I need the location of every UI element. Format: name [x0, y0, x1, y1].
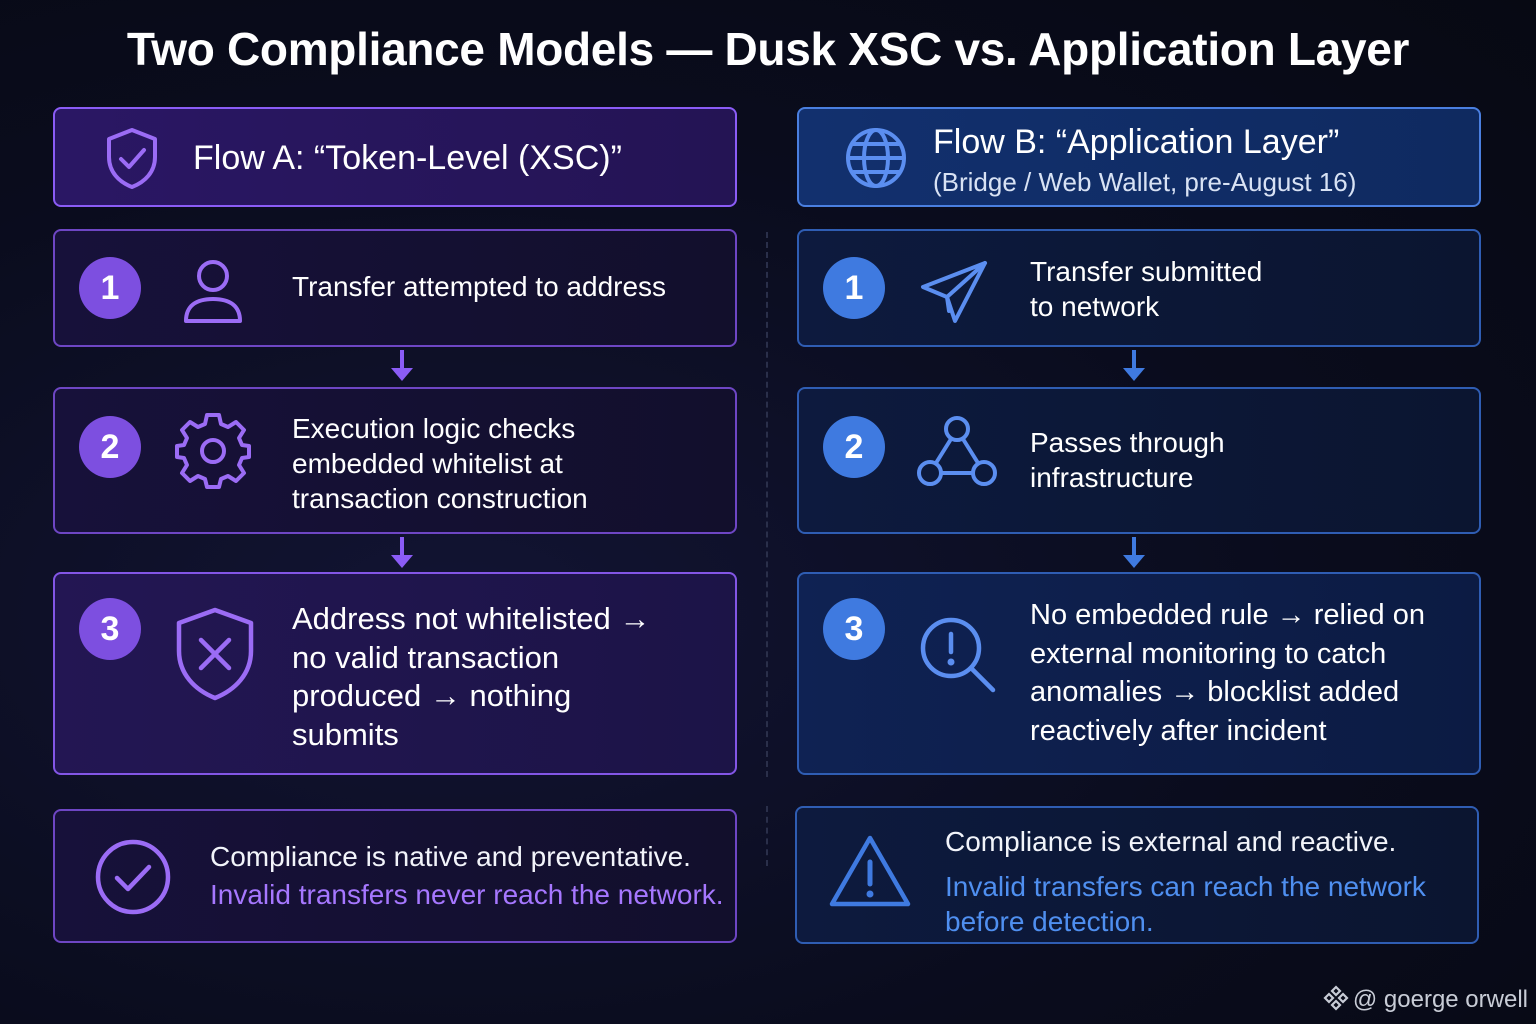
step-text-line: to network: [1030, 291, 1160, 322]
flow-b-step-1: 1 Transfer submitted to network: [797, 229, 1481, 347]
step-text-line: Execution logic checks: [292, 413, 576, 444]
step-text-line: embedded whitelist at: [292, 448, 563, 479]
shield-x-icon: [176, 607, 254, 701]
summary-line-1: Compliance is external and reactive.: [945, 826, 1397, 857]
summary-line-1: Compliance is native and preventative.: [210, 841, 691, 872]
step-text-line: reactively after incident: [1030, 714, 1327, 747]
watermark: @ goerge orwell: [1323, 985, 1528, 1014]
page-title: Two Compliance Models — Dusk XSC vs. App…: [126, 23, 1410, 75]
summary-text: Compliance is external and reactive. Inv…: [945, 823, 1426, 939]
step-number-badge: 2: [823, 416, 885, 478]
flow-a-step-3: 3 Address not whitelisted → no valid tra…: [53, 572, 737, 775]
flow-b-title: Flow B: “Application Layer”: [933, 123, 1340, 161]
step-number-badge: 1: [823, 257, 885, 319]
flow-a-summary: Compliance is native and preventative. I…: [53, 809, 737, 943]
step-text-line: no valid transaction: [292, 639, 560, 675]
watermark-text: @ goerge orwell: [1352, 986, 1528, 1013]
step-text-line: submits: [292, 716, 399, 752]
arrow-down-icon: [391, 537, 413, 568]
gear-icon: [175, 413, 251, 489]
arrow-down-icon: [1123, 537, 1145, 568]
summary-text: Compliance is native and preventative. I…: [210, 838, 724, 914]
flow-b-header: Flow B: “Application Layer” (Bridge / We…: [797, 107, 1481, 207]
step-text: Transfer submitted to network: [1030, 254, 1262, 324]
step-text-line: Transfer attempted to address: [292, 271, 667, 302]
flow-b-step-2: 2 Passes through infrastructure: [797, 387, 1481, 534]
step-number-badge: 2: [79, 416, 141, 478]
column-divider: [766, 806, 768, 866]
flow-a-header: Flow A: “Token-Level (XSC)”: [53, 107, 737, 207]
arrow-down-icon: [391, 350, 413, 381]
step-text: No embedded rule → relied on external mo…: [1030, 596, 1425, 750]
flow-a-step-2: 2 Execution logic checks embedded whitel…: [53, 387, 737, 534]
flow-b-step-3: 3 No embedded rule → relied on external …: [797, 572, 1481, 775]
shield-check-icon: [107, 128, 157, 189]
step-text-line: produced → nothing: [292, 678, 572, 713]
step-text: Passes through infrastructure: [1030, 425, 1225, 495]
step-text: Address not whitelisted → no valid trans…: [292, 600, 650, 754]
step-text: Execution logic checks embedded whitelis…: [292, 411, 588, 516]
step-text-line: infrastructure: [1030, 462, 1194, 493]
flow-b-column: Flow B: “Application Layer” (Bridge / We…: [795, 0, 1481, 1024]
step-number-badge: 3: [79, 598, 141, 660]
step-text-line: Address not whitelisted →: [292, 601, 651, 636]
warning-triangle-icon: [829, 835, 911, 907]
globe-icon: [846, 128, 906, 188]
column-divider: [766, 232, 768, 777]
flow-a-title: Flow A: “Token-Level (XSC)”: [193, 139, 622, 177]
check-circle-icon: [95, 839, 171, 915]
step-text-line: No embedded rule → relied on: [1030, 599, 1425, 631]
binance-logo-icon: [1323, 985, 1349, 1011]
user-icon: [184, 260, 242, 323]
flow-a-column: Flow A: “Token-Level (XSC)” 1 Transfer a…: [53, 0, 737, 1024]
summary-line-2b: before detection.: [945, 906, 1154, 937]
step-text-line: transaction construction: [292, 483, 588, 514]
flow-b-summary: Compliance is external and reactive. Inv…: [795, 806, 1479, 944]
network-nodes-icon: [917, 416, 997, 486]
summary-line-2a: Invalid transfers can reach the network: [945, 871, 1426, 902]
step-text-line: Transfer submitted: [1030, 256, 1263, 287]
flow-b-subtitle: (Bridge / Web Wallet, pre-August 16): [933, 167, 1357, 197]
step-text: Transfer attempted to address: [292, 269, 666, 304]
flow-a-step-1: 1 Transfer attempted to address: [53, 229, 737, 347]
step-text-line: external monitoring to catch: [1030, 637, 1387, 670]
step-number-badge: 3: [823, 598, 885, 660]
summary-line-2: Invalid transfers can reach the network …: [945, 869, 1426, 939]
paper-plane-icon: [921, 261, 987, 323]
summary-line-2: Invalid transfers never reach the networ…: [210, 879, 724, 910]
search-alert-icon: [920, 617, 996, 693]
arrow-down-icon: [1123, 350, 1145, 381]
step-text-line: Passes through: [1030, 427, 1225, 458]
step-number-badge: 1: [79, 257, 141, 319]
step-text-line: anomalies → blocklist added: [1030, 676, 1400, 708]
